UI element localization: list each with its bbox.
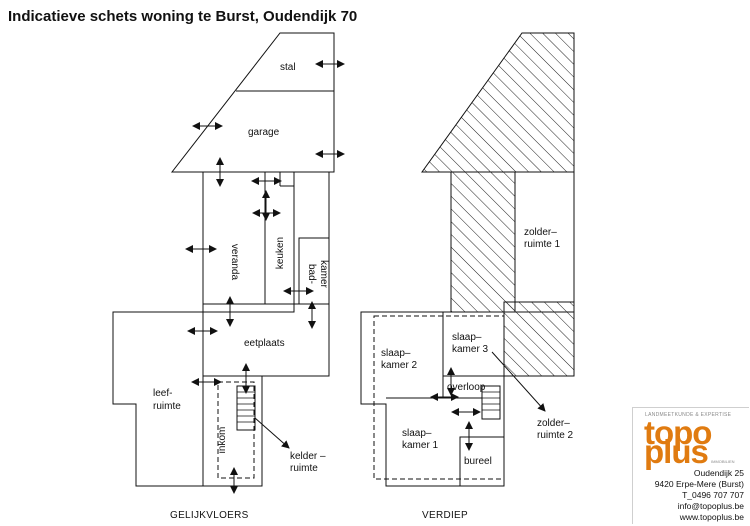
room-label-slaapkamer-2-a: slaap– (381, 348, 411, 359)
door-arrows-upper (430, 367, 481, 451)
kelderruimte-pointer (254, 417, 290, 449)
room-label-eetplaats: eetplaats (244, 338, 285, 349)
eetplaats-wall (202, 303, 330, 377)
room-label-slaapkamer-3-a: slaap– (452, 332, 482, 343)
logo-subline: IMMOBILIEN (711, 459, 735, 464)
veranda-wall (202, 171, 295, 313)
room-label-slaapkamer-3-b: kamer 3 (452, 344, 489, 355)
topoplus-logo-block: LANDMEETKUNDE & EXPERTISE topo plus IMMO… (632, 407, 749, 524)
caption-verdiep: VERDIEP (422, 510, 468, 521)
room-label-zolderruimte-2-b: ruimte 2 (537, 430, 574, 441)
room-label-bureel: bureel (464, 456, 492, 467)
room-label-keuken: keuken (275, 237, 286, 269)
logo-word-plus: plus (644, 433, 709, 470)
room-label-badkamer-1: bad- (306, 264, 317, 284)
caption-gelijkvloers: GELIJKVLOERS (170, 510, 249, 521)
room-label-zolderruimte-1-b: ruimte 1 (524, 239, 561, 250)
room-label-kelderruimte-1: kelder – (290, 451, 326, 462)
room-label-zolderruimte-2-a: zolder– (537, 418, 570, 429)
contact-city: 9420 Erpe-Mere (Burst) (654, 479, 744, 489)
logo-tagline: LANDMEETKUNDE & EXPERTISE (645, 412, 732, 418)
staircase-steps (237, 391, 255, 423)
zolderruimte-2-pointer (491, 351, 546, 412)
room-label-leefruimte-2: ruimte (153, 401, 181, 412)
room-label-slaapkamer-2-b: kamer 2 (381, 360, 418, 371)
zolderruimte-1-area (514, 171, 575, 313)
ground-floor-labels: stal garage veranda keuken bad- kamer ee… (153, 62, 329, 521)
room-label-stal: stal (280, 62, 296, 73)
room-label-inkom: inkom (217, 427, 228, 454)
door-arrows-ground (185, 60, 345, 494)
upper-staircase (481, 385, 501, 420)
upper-floor-plan (360, 32, 575, 487)
ground-floor-plan (112, 32, 335, 487)
room-label-leefruimte-1: leef- (153, 388, 172, 399)
upper-floor-outline (360, 311, 505, 487)
leefruimte-outline (112, 311, 204, 487)
contact-street: Oudendijk 25 (693, 468, 744, 478)
logo-word-topo: topo (644, 414, 712, 451)
zolderruimte-2-hatched (503, 301, 575, 377)
room-label-overloop: overloop (447, 382, 486, 393)
inkom-wall (202, 375, 263, 487)
room-label-veranda: veranda (229, 244, 240, 281)
upper-floor-labels: zolder– ruimte 1 slaap– kamer 3 slaap– k… (381, 227, 574, 521)
stal-garage-outline (170, 32, 335, 173)
contact-email[interactable]: info@topoplus.be (677, 501, 744, 511)
page-title: Indicatieve schets woning te Burst, Oude… (8, 8, 358, 25)
room-label-garage: garage (248, 127, 280, 138)
room-label-badkamer-2: kamer (318, 260, 329, 288)
room-label-kelderruimte-2: ruimte (290, 463, 318, 474)
upper-staircase-steps (482, 391, 500, 411)
attic-roof-hatched (421, 32, 575, 173)
room-label-slaapkamer-1-a: slaap– (402, 428, 432, 439)
room-label-zolderruimte-1-a: zolder– (524, 227, 557, 238)
contact-phone: T_0496 707 707 (682, 490, 744, 500)
room-label-slaapkamer-1-b: kamer 1 (402, 440, 439, 451)
contact-website[interactable]: www.topoplus.be (679, 512, 744, 522)
upper-floor-dashed-zone (373, 315, 505, 480)
